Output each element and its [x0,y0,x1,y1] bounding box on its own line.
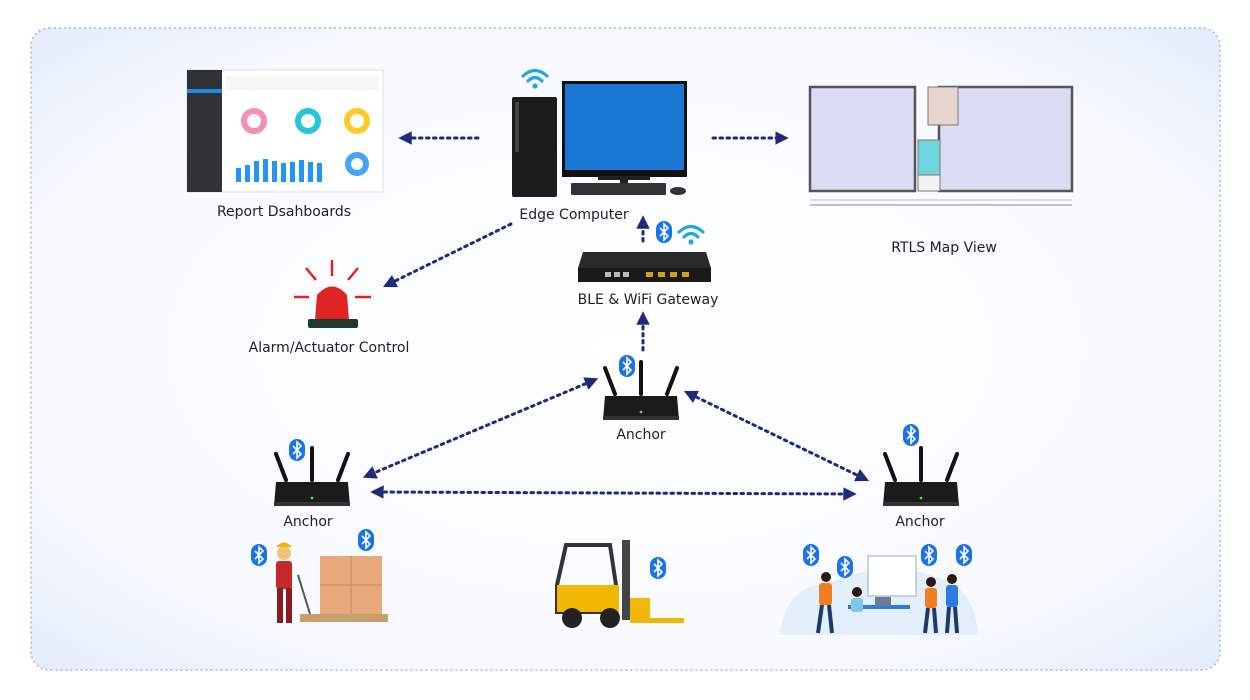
office-team-asset [780,543,978,635]
bluetooth-icon [836,555,854,579]
alarm-label: Alarm/Actuator Control [249,340,410,356]
desktop-computer-icon [512,81,687,197]
gateway-device-icon [578,252,711,282]
forklift-asset [555,540,684,628]
gateway-label: BLE & WiFi Gateway [578,292,719,308]
worker-pallet-asset [250,528,388,623]
office-team-icon [816,555,959,634]
floor-plan-icon [808,85,1074,206]
edge-computer-label: Edge Computer [519,207,629,223]
link-left-right-anchor [370,485,857,501]
rtls-map-label: RTLS Map View [891,240,997,256]
link-center-right-anchor [683,390,870,482]
arrow-edge-to-alarm [382,222,513,288]
anchor-left-label: Anchor [283,514,333,530]
anchor-right-node: Anchor [881,423,961,530]
dashboard-screenshot-icon [186,69,384,193]
alarm-node: Alarm/Actuator Control [249,260,410,356]
dashboard-label: Report Dsahboards [217,204,351,220]
connections [362,131,870,501]
anchor-center-node: Anchor [601,354,681,443]
edge-computer-node: Edge Computer [512,68,687,223]
anchor-left-node: Anchor [272,438,352,530]
pallet-boxes-icon [297,556,388,622]
gateway-node: BLE & WiFi Gateway [578,220,719,308]
bluetooth-icon [357,528,375,552]
anchor-right-label: Anchor [895,514,945,530]
bluetooth-icon [655,220,673,244]
bluetooth-icon [920,543,938,567]
forklift-icon [555,540,684,628]
bluetooth-icon [649,556,667,580]
bluetooth-icon [250,543,268,567]
bluetooth-icon [802,543,820,567]
anchor-center-label: Anchor [616,427,666,443]
siren-icon [294,260,371,328]
worker-icon [276,542,292,623]
report-dashboard-node: Report Dsahboards [186,69,384,220]
rtls-map-node: RTLS Map View [808,85,1074,256]
bluetooth-icon [902,423,920,447]
link-center-left-anchor [362,377,599,479]
bluetooth-icon [618,354,636,378]
bluetooth-icon [955,543,973,567]
bluetooth-icon [288,438,306,462]
